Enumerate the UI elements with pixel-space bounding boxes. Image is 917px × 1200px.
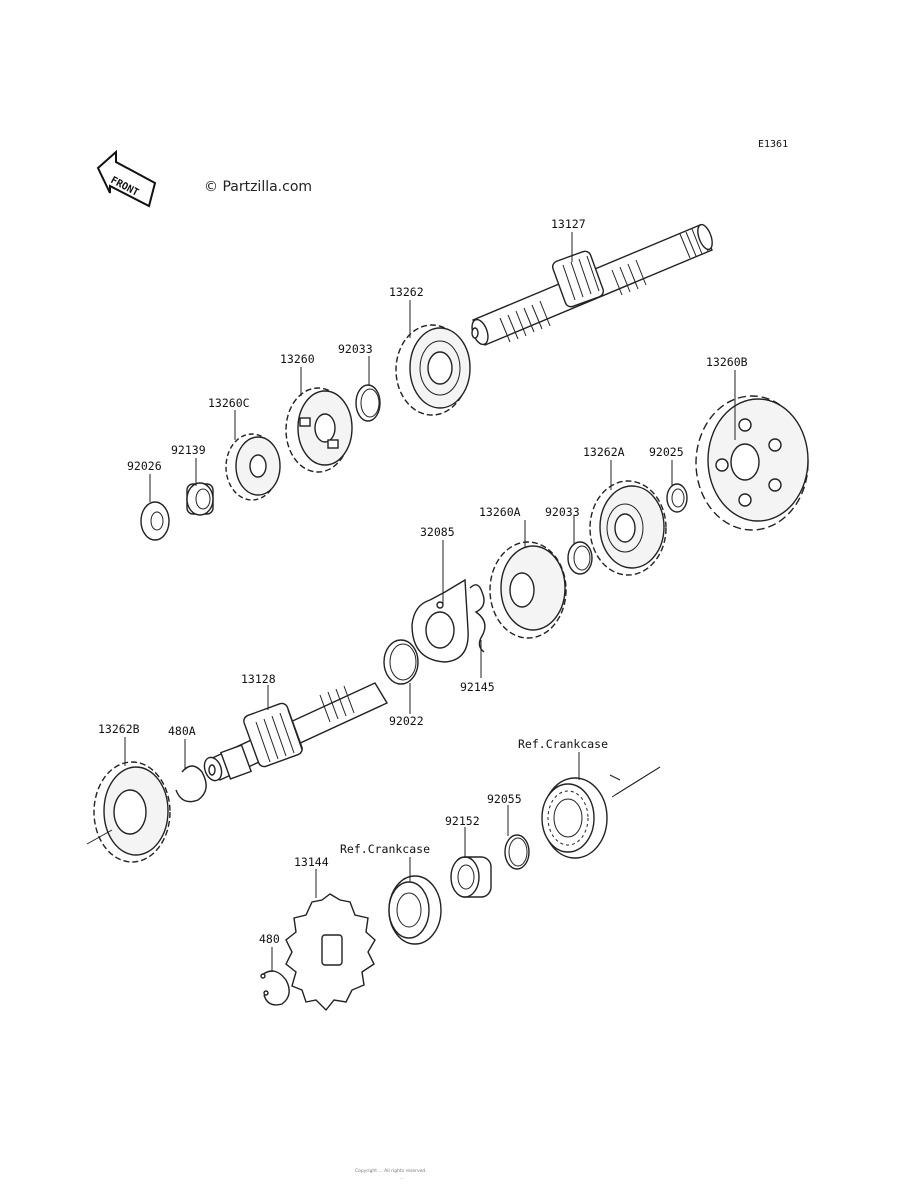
label-480a: 480A [168,724,196,738]
label-92152: 92152 [445,814,480,828]
ring-92055 [504,834,530,870]
diagram-code: E1361 [758,139,788,150]
label-13262b: 13262B [98,722,140,736]
gear-13262b [93,761,171,863]
bushing-92139 [186,482,214,516]
circlip-480a [175,765,207,803]
label-480: 480 [259,932,280,946]
gear-13262 [395,324,471,416]
label-13262a: 13262A [583,445,625,459]
label-13144: 13144 [294,855,329,869]
gear-13260a [489,541,567,639]
partzilla-watermark: © Partzilla.com [204,179,312,195]
label-92033-lower: 92033 [545,505,580,519]
label-13260a: 13260A [479,505,521,519]
label-92139: 92139 [171,443,206,457]
front-arrow-icon: FRONT [96,149,157,208]
gear-13260 [285,387,353,473]
plate-32085 [411,578,469,663]
sprocket-13144 [285,893,376,1012]
label-13260b: 13260B [706,355,748,369]
label-13260: 13260 [280,352,315,366]
gear-13260b [695,395,809,531]
label-ref-crankcase-left: Ref.Crankcase [340,842,430,856]
footer-line-2: ... [400,1176,404,1181]
washer-92025 [666,483,688,513]
label-13128: 13128 [241,672,276,686]
circlip-92033-lower [567,541,593,575]
collar-92152 [450,856,492,898]
label-ref-crankcase-right: Ref.Crankcase [518,737,608,751]
gear-13262a [589,480,667,576]
shaft-13128 [203,682,389,782]
label-92022: 92022 [389,714,424,728]
shaft-13127 [471,223,713,346]
washer-92026 [140,501,170,541]
label-92025: 92025 [649,445,684,459]
circlip-480 [260,970,290,1006]
label-92055: 92055 [487,792,522,806]
spring-92145 [469,584,486,653]
label-92033-upper: 92033 [338,342,373,356]
label-32085: 32085 [420,525,455,539]
label-92145: 92145 [460,680,495,694]
label-13262: 13262 [389,285,424,299]
label-13127: 13127 [551,217,586,231]
circlip-92033-upper [355,384,381,422]
callout-leaders [124,232,736,972]
center-lines [86,766,661,845]
ring-92022 [383,639,419,685]
footer-line-1: Copyright ... All rights reserved. [355,1168,427,1174]
label-92026: 92026 [127,459,162,473]
label-13260c: 13260C [208,396,250,410]
gear-13260c [225,433,281,501]
seal-ref-crankcase-left [388,875,442,945]
bearing-ref-crankcase-right [541,777,608,859]
